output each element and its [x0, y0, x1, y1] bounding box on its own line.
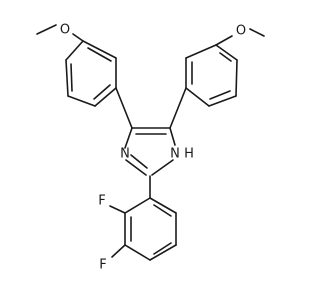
bond: [215, 35, 233, 46]
bond: [124, 244, 151, 261]
bond-layer: [36, 24, 265, 261]
bond: [94, 87, 117, 107]
bond: [130, 154, 148, 169]
bond: [249, 28, 265, 37]
bond: [115, 87, 133, 129]
atom-hydrogen: H: [184, 147, 194, 162]
atom-oxygen-left: O: [60, 23, 70, 38]
bond: [65, 59, 69, 97]
bond: [209, 90, 231, 100]
bond: [185, 44, 217, 59]
bond: [67, 95, 96, 107]
bond: [124, 127, 133, 149]
bond: [169, 127, 176, 146]
atom-label-layer: O O N N H F F: [60, 23, 246, 273]
bond: [149, 197, 177, 214]
bond: [111, 244, 126, 258]
bond: [82, 40, 117, 59]
bond: [153, 204, 172, 217]
bond: [72, 33, 84, 42]
atom-fluorine-top: F: [98, 194, 105, 209]
bond: [219, 52, 232, 62]
bond: [36, 24, 57, 35]
bond: [124, 197, 151, 214]
atom-nitrogen: N: [120, 147, 130, 162]
bond: [87, 47, 112, 62]
bond: [208, 95, 237, 107]
bond: [215, 44, 238, 61]
molecule-structure: O O N N H F F: [36, 23, 265, 273]
bond: [235, 59, 238, 97]
bond: [151, 159, 174, 176]
bond: [185, 87, 210, 107]
bond: [70, 63, 73, 92]
atom-fluorine-bottom: F: [99, 258, 106, 273]
bond: [65, 40, 84, 61]
atom-oxygen-right: O: [236, 24, 246, 39]
atom-nitrogen-nh: N: [170, 147, 180, 162]
bond: [125, 159, 147, 176]
bond: [169, 87, 187, 129]
bond: [109, 205, 126, 214]
bond: [93, 84, 111, 100]
bond: [153, 242, 172, 255]
bond: [149, 244, 177, 261]
